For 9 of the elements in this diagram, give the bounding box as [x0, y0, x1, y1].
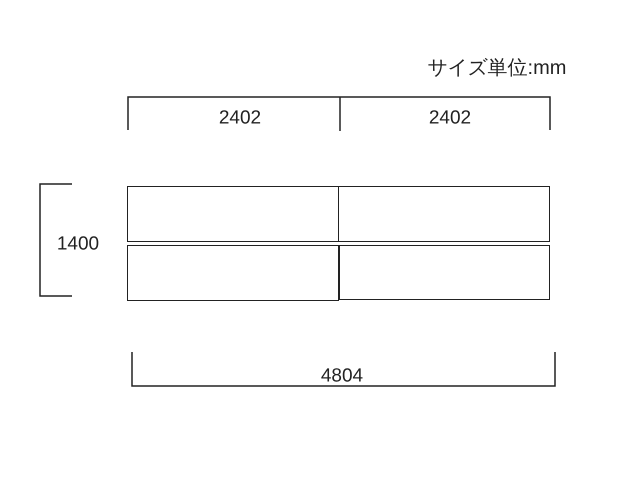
dimension-label: 1400 [56, 234, 100, 254]
unit-note: サイズ単位:mm [428, 58, 566, 78]
panel-rectangle [339, 245, 550, 300]
dimension-label: 2402 [428, 108, 472, 128]
dimension-label: 4804 [320, 366, 364, 386]
panel-rectangle [338, 186, 550, 242]
panel-rectangle [127, 245, 339, 301]
dimension-label: 2402 [218, 108, 262, 128]
panel-rectangle [127, 186, 339, 242]
